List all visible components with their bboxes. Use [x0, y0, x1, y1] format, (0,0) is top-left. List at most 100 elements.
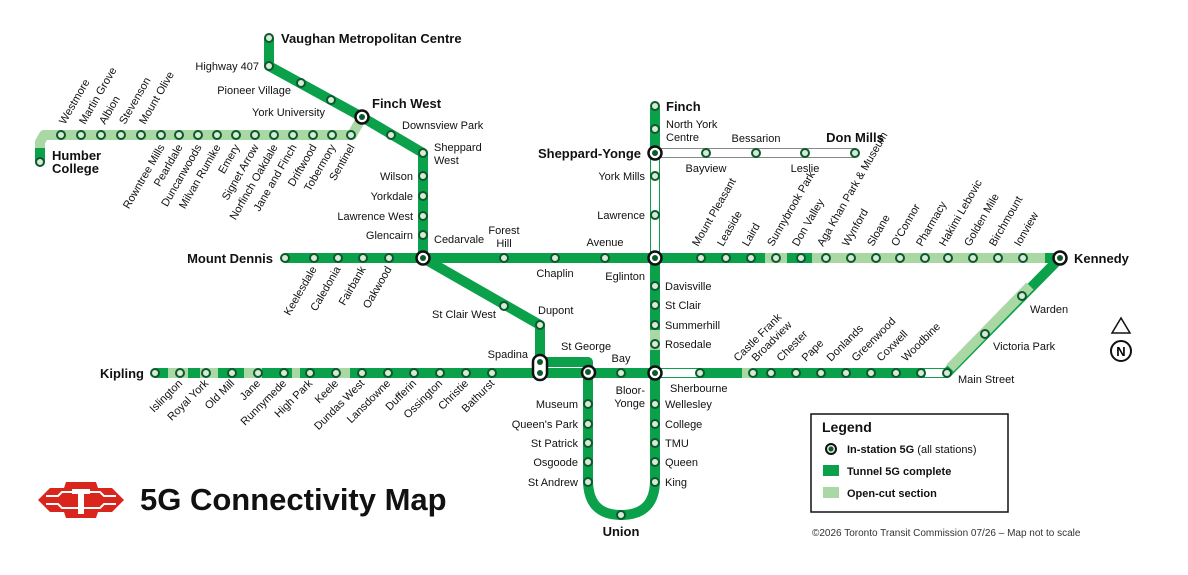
station-runnymede[interactable] [279, 368, 289, 378]
station-leslie[interactable] [800, 148, 810, 158]
station-chaplin[interactable] [550, 253, 560, 263]
station-tmu[interactable] [650, 438, 660, 448]
station-mount-pleasant[interactable] [696, 253, 706, 263]
station-osgoode[interactable] [583, 457, 593, 467]
station-donlands[interactable] [841, 368, 851, 378]
station-mount-dennis[interactable] [280, 253, 290, 263]
station-lawrence[interactable] [650, 210, 660, 220]
station-hakimi-lebovic[interactable] [943, 253, 953, 263]
station-pape[interactable] [816, 368, 826, 378]
station-sheppard-west[interactable] [418, 148, 428, 158]
station-high-park[interactable] [305, 368, 315, 378]
station-downsview-park[interactable] [386, 130, 396, 140]
station-st-andrew[interactable] [583, 477, 593, 487]
station-birchmount[interactable] [993, 253, 1003, 263]
station-keelesdale[interactable] [309, 253, 319, 263]
station-pearldale[interactable] [174, 130, 184, 140]
station-caledonia[interactable] [333, 253, 343, 263]
station-duncanwoods[interactable] [193, 130, 203, 140]
station-signet-arrow[interactable] [250, 130, 260, 140]
station-forest-hill[interactable] [499, 253, 509, 263]
station-laird[interactable] [746, 253, 756, 263]
station-westmore[interactable] [56, 130, 66, 140]
station-main-street[interactable] [942, 368, 952, 378]
station-davisville[interactable] [650, 281, 660, 291]
station-humber-college[interactable] [35, 157, 45, 167]
station-st-clair-west[interactable] [499, 301, 509, 311]
station-sherbourne[interactable] [695, 368, 705, 378]
station-greenwood[interactable] [866, 368, 876, 378]
station-summerhill[interactable] [650, 320, 660, 330]
station-leaside[interactable] [721, 253, 731, 263]
station-avenue[interactable] [600, 253, 610, 263]
station-vaughan-metropolitan-centre[interactable] [264, 33, 274, 43]
station-bay[interactable] [616, 368, 626, 378]
station-don-mills[interactable] [850, 148, 860, 158]
station-pharmacy[interactable] [920, 253, 930, 263]
station-stevenson[interactable] [116, 130, 126, 140]
station-king[interactable] [650, 477, 660, 487]
station-sloane[interactable] [871, 253, 881, 263]
station-woodbine[interactable] [916, 368, 926, 378]
station-norfinch-oakdale[interactable] [269, 130, 279, 140]
station-queen[interactable] [650, 457, 660, 467]
station-ossington[interactable] [435, 368, 445, 378]
station-sentinel[interactable] [346, 130, 356, 140]
station-lawrence-west[interactable] [418, 211, 428, 221]
station-kipling[interactable] [150, 368, 160, 378]
station-warden[interactable] [1017, 291, 1027, 301]
station-martin-grove[interactable] [76, 130, 86, 140]
station-wellesley[interactable] [650, 399, 660, 409]
station-dundas-west[interactable] [357, 368, 367, 378]
station-jane[interactable] [253, 368, 263, 378]
station-bayview[interactable] [701, 148, 711, 158]
station-college[interactable] [650, 419, 660, 429]
station-bathurst[interactable] [487, 368, 497, 378]
station-broadview[interactable] [766, 368, 776, 378]
station-st-patrick[interactable] [583, 438, 593, 448]
station-christie[interactable] [461, 368, 471, 378]
station-milvan-rumike[interactable] [212, 130, 222, 140]
station-oakwood[interactable] [384, 253, 394, 263]
station-mount-olive[interactable] [136, 130, 146, 140]
station-keele[interactable] [331, 368, 341, 378]
station-don-valley[interactable] [796, 253, 806, 263]
station-york-university[interactable] [326, 95, 336, 105]
station-fairbank[interactable] [358, 253, 368, 263]
interchange-spadina[interactable] [531, 353, 549, 382]
station-tobermory[interactable] [327, 130, 337, 140]
station-pioneer-village[interactable] [296, 78, 306, 88]
station-old-mill[interactable] [227, 368, 237, 378]
station-queen-s-park[interactable] [583, 419, 593, 429]
station-wynford[interactable] [846, 253, 856, 263]
station-wilson[interactable] [418, 171, 428, 181]
station-union[interactable] [616, 510, 626, 520]
station-albion[interactable] [96, 130, 106, 140]
station-victoria-park[interactable] [980, 329, 990, 339]
station-rosedale[interactable] [650, 339, 660, 349]
station-lansdowne[interactable] [383, 368, 393, 378]
station-castle-frank[interactable] [748, 368, 758, 378]
station-finch[interactable] [650, 101, 660, 111]
station-north-york-centre[interactable] [650, 124, 660, 134]
station-aga-khan-park-and-museum[interactable] [821, 253, 831, 263]
station-yorkdale[interactable] [418, 191, 428, 201]
station-rowntree-mills[interactable] [156, 130, 166, 140]
station-islington[interactable] [175, 368, 185, 378]
station-bessarion[interactable] [751, 148, 761, 158]
station-jane-and-finch[interactable] [288, 130, 298, 140]
station-museum[interactable] [583, 399, 593, 409]
station-st-clair[interactable] [650, 300, 660, 310]
station-royal-york[interactable] [201, 368, 211, 378]
station-glencairn[interactable] [418, 230, 428, 240]
station-sunnybrook-park[interactable] [771, 253, 781, 263]
station-york-mills[interactable] [650, 171, 660, 181]
station-dupont[interactable] [535, 320, 545, 330]
station-coxwell[interactable] [891, 368, 901, 378]
station-dufferin[interactable] [409, 368, 419, 378]
station-emery[interactable] [231, 130, 241, 140]
station-driftwood[interactable] [308, 130, 318, 140]
station-o-connor[interactable] [895, 253, 905, 263]
station-ionview[interactable] [1018, 253, 1028, 263]
station-chester[interactable] [791, 368, 801, 378]
